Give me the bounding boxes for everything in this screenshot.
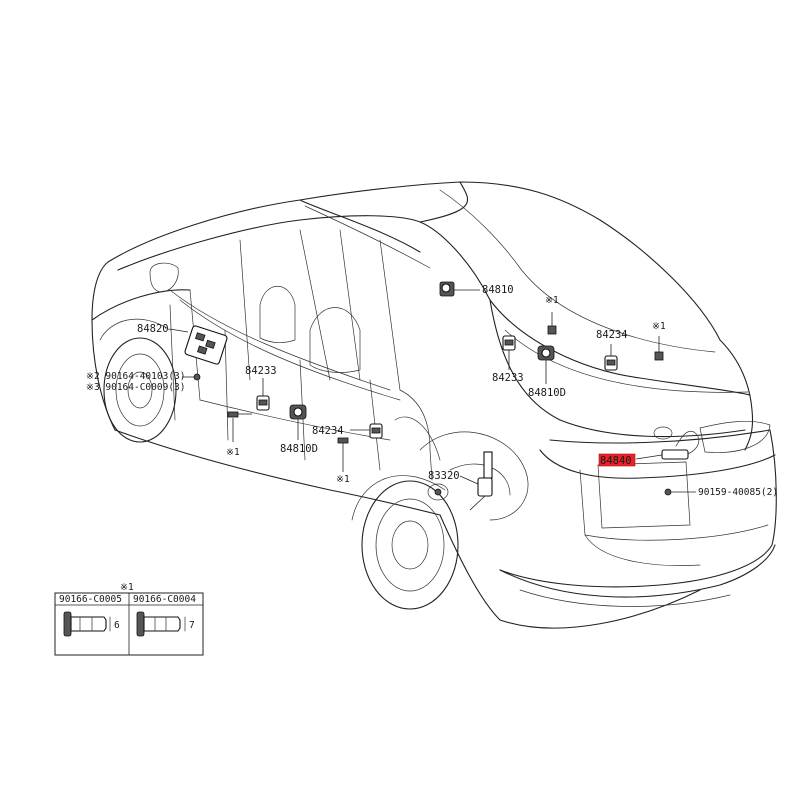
part-84810d-left [289,404,307,440]
label-84820: 84820 [137,323,169,335]
legend-col1-dim: 6 [114,620,120,631]
fastener-90166-c0004: 7 [136,611,195,637]
part-84810d-right [537,345,555,384]
label-84234-right: 84234 [596,329,628,341]
part-84233-right [502,312,557,370]
car-outline [91,181,777,629]
part-84233-left [256,378,270,411]
part-screw-left [227,411,252,442]
part-84840 [635,430,700,460]
label-bolt-2: ※2 90164-40103(3) [86,371,185,382]
label-84840: 84840 [600,455,632,467]
label-83320: 83320 [428,470,460,482]
label-84233-right: 84233 [492,372,524,384]
part-84820 [169,325,228,381]
label-84234-left: 84234 [312,425,344,437]
part-clip-90159 [664,488,696,496]
part-84810-top [439,281,480,297]
part-84234-right [604,336,664,371]
fastener-legend: ※1 90166-C0005 90166-C0004 6 7 [54,582,204,656]
label-bolt-3: ※3 90164-C0009(3) [86,382,185,393]
note-1-right: ※1 [652,321,666,332]
parts [169,281,700,511]
note-1-left: ※1 [226,447,240,458]
legend-col1-header: 90166-C0005 [59,594,122,605]
part-labels: 84810 84820 ※2 90164-40103(3) ※3 90164-C… [86,284,778,498]
label-84840-highlight [598,453,636,467]
part-83320 [434,451,493,511]
label-84233-left: 84233 [245,365,277,377]
label-84810d-right: 84810D [528,387,566,399]
part-84234-left [337,423,383,472]
legend-col2-header: 90166-C0004 [133,594,196,605]
label-clip-90159: 90159-40085(2) [698,487,778,498]
label-84810: 84810 [482,284,514,296]
fastener-90166-c0005: 6 [63,611,120,637]
legend-title: ※1 [120,582,134,593]
label-84810d-left: 84810D [280,443,318,455]
note-1-center: ※1 [336,474,350,485]
note-1-top: ※1 [545,295,559,306]
legend-col2-dim: 7 [189,620,195,631]
